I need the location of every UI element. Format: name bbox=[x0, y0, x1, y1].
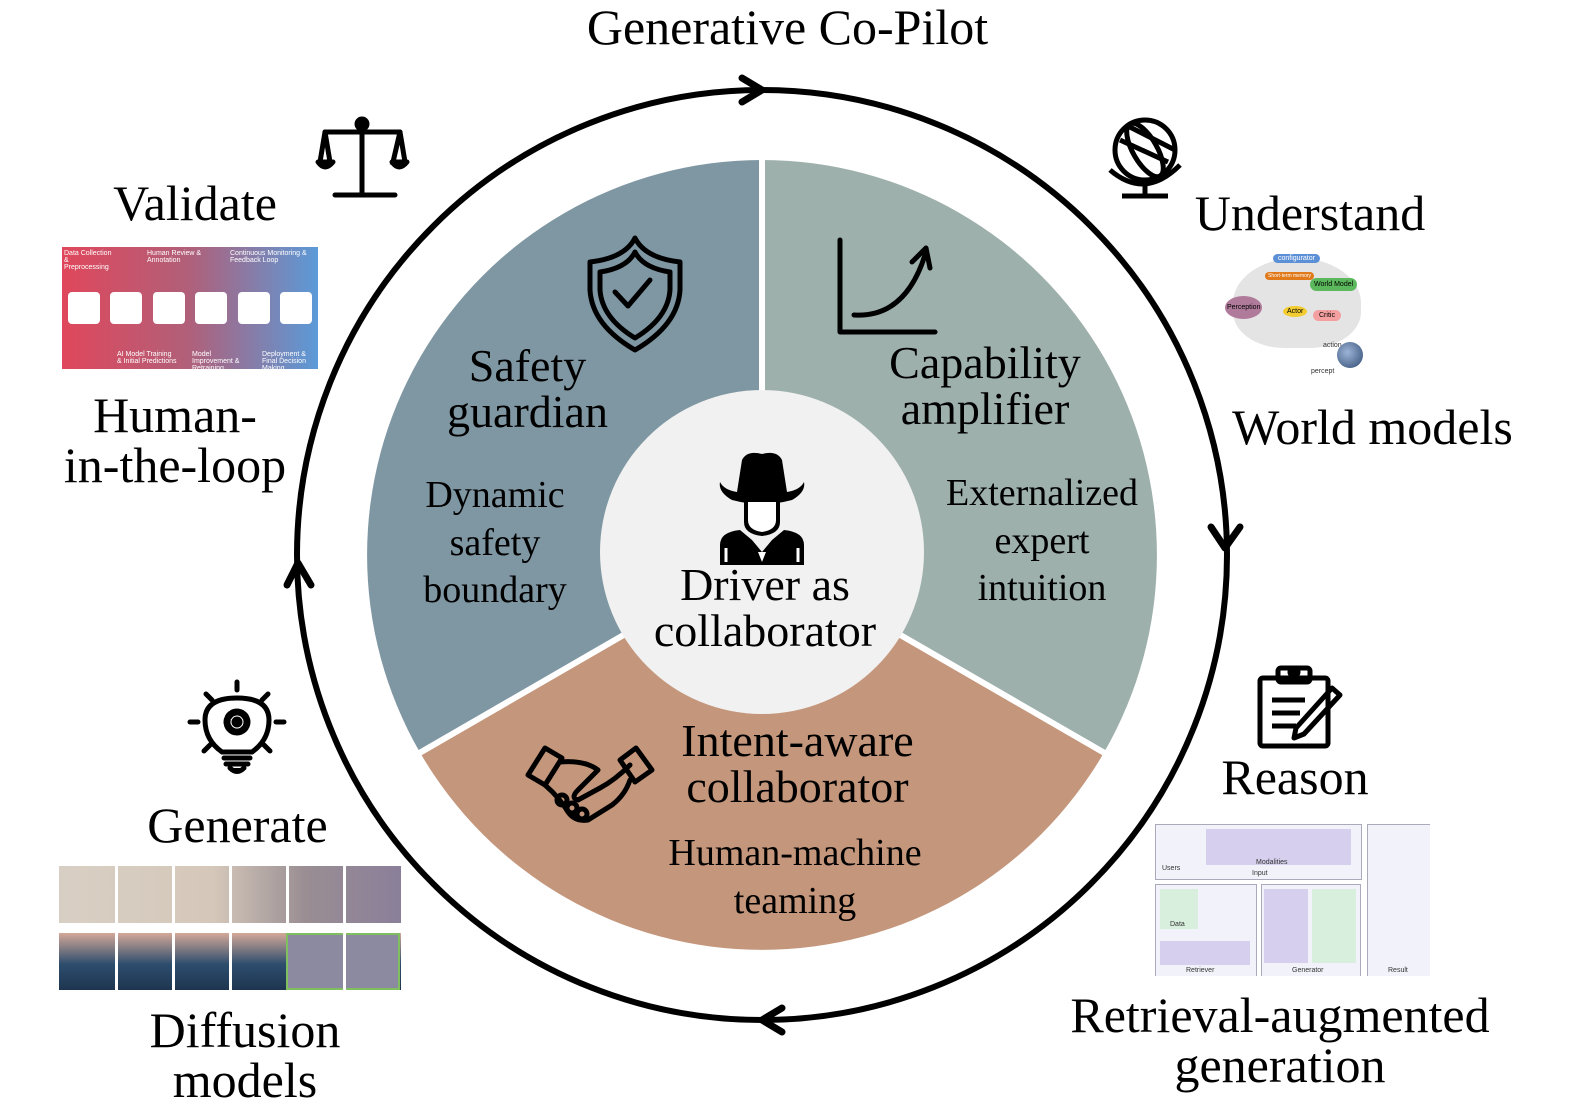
capability-amplifier-title: Capability amplifier bbox=[870, 340, 1100, 432]
rag-providers-box bbox=[1312, 889, 1356, 963]
rag-label: Retrieval-augmented generation bbox=[1050, 990, 1510, 1090]
rag-retriever-title: Retriever bbox=[1186, 967, 1215, 974]
rag-input-title: Input bbox=[1252, 870, 1268, 877]
thumb-step-box bbox=[195, 292, 228, 324]
center-label-line2: collaborator bbox=[653, 605, 877, 656]
rag-thumbnail: Users Modalities Input Data Retriever Ge… bbox=[1155, 824, 1430, 976]
capability-desc-line: Externalized bbox=[945, 472, 1138, 514]
frame-gap bbox=[229, 866, 232, 990]
capability-amplifier-description: Externalized expert intuition bbox=[932, 470, 1152, 613]
scales-icon bbox=[315, 116, 410, 198]
safety-desc-line: Dynamic bbox=[425, 474, 565, 516]
arrow-left-icon bbox=[283, 559, 315, 589]
reason-label: Reason bbox=[1221, 749, 1369, 805]
rag-line2: generation bbox=[1174, 1037, 1386, 1093]
thumb-step-label: Continuous Monitoring & Feedback Loop bbox=[230, 250, 307, 264]
capability-desc-line: intuition bbox=[977, 567, 1107, 609]
safety-guardian-description: Dynamic safety boundary bbox=[400, 472, 590, 615]
percept-label: percept bbox=[1311, 368, 1335, 375]
rag-result-panel: Result bbox=[1367, 824, 1430, 976]
rag-models-box bbox=[1264, 889, 1308, 963]
thumb-step-label: Human Review & Annotation bbox=[147, 250, 202, 264]
memory-node: Short-term memory bbox=[1265, 272, 1315, 280]
diffusion-thumbnail bbox=[59, 866, 401, 992]
rag-input-panel: Users Modalities Input bbox=[1155, 824, 1362, 880]
intent-title-line1: Intent-aware bbox=[681, 715, 914, 766]
configurator-node: configurator bbox=[1273, 254, 1320, 263]
intent-desc-line: Human-machine bbox=[668, 832, 922, 874]
safety-guardian-title: Safety guardian bbox=[420, 343, 635, 435]
rag-users: Users bbox=[1162, 865, 1181, 872]
rag-data-box bbox=[1160, 889, 1198, 929]
thumb-step-box bbox=[152, 292, 185, 324]
validate-label: Validate bbox=[113, 175, 277, 231]
arrow-bottom-icon bbox=[758, 1004, 786, 1036]
safety-desc-line: safety bbox=[449, 521, 541, 564]
capability-desc-line: expert bbox=[994, 519, 1090, 562]
sector-intent-aware-collaborator bbox=[420, 555, 1104, 950]
frame-gap bbox=[115, 866, 118, 990]
safety-title-line1: Safety bbox=[468, 340, 587, 391]
intent-title-line2: collaborator bbox=[686, 761, 909, 812]
rag-retriever-panel: Data Retriever bbox=[1155, 884, 1257, 976]
frame-gap bbox=[286, 866, 289, 923]
understand-label: Understand bbox=[1194, 185, 1426, 241]
rag-retrievers-box bbox=[1160, 941, 1250, 965]
safety-desc-line: boundary bbox=[423, 569, 567, 611]
rag-modalities-box bbox=[1206, 829, 1351, 865]
perception-node: Perception bbox=[1225, 296, 1263, 319]
thumb-step-label: Deployment & Final Decision Making bbox=[262, 351, 306, 369]
intent-aware-collaborator-title: Intent-aware collaborator bbox=[660, 718, 935, 810]
critic-node: Critic bbox=[1313, 310, 1341, 321]
safety-title-line2: guardian bbox=[447, 386, 608, 437]
rag-line1: Retrieval-augmented bbox=[1070, 987, 1490, 1043]
world-model-node: World Model bbox=[1310, 278, 1358, 291]
human-in-the-loop-thumbnail: Data Collection & Preprocessing Human Re… bbox=[62, 247, 318, 369]
intent-aware-collaborator-description: Human-machine teaming bbox=[640, 830, 950, 925]
world-model-thumbnail: configurator Short-term memory World Mod… bbox=[1225, 250, 1365, 378]
rag-modalities-title: Modalities bbox=[1256, 859, 1288, 866]
thumb-step-box bbox=[279, 292, 312, 324]
arrow-right-icon bbox=[1207, 523, 1244, 552]
human-in-the-loop-label: Human- in-the-loop bbox=[50, 390, 300, 490]
intent-desc-line: teaming bbox=[733, 879, 857, 922]
generate-label: Generate bbox=[147, 797, 328, 853]
rag-result-title: Result bbox=[1388, 967, 1408, 974]
thumb-step-box bbox=[68, 292, 100, 324]
cowboy-driver-icon bbox=[719, 452, 805, 565]
diagram-title: Generative Co-Pilot bbox=[586, 0, 989, 55]
thumb-step-box bbox=[237, 292, 270, 324]
globe-icon bbox=[1108, 117, 1182, 199]
growth-curve-icon bbox=[837, 237, 938, 335]
rag-data-label: Data bbox=[1170, 921, 1185, 928]
lightbulb-gear-icon bbox=[187, 679, 287, 774]
hitl-line2: in-the-loop bbox=[63, 437, 287, 493]
clipboard-pen-icon bbox=[1257, 665, 1343, 749]
rag-generator-title: Generator bbox=[1292, 967, 1324, 974]
frame-gap bbox=[343, 866, 346, 990]
capability-title-line2: amplifier bbox=[900, 383, 1070, 434]
diffusion-line1: Diffusion bbox=[149, 1002, 341, 1058]
handshake-icon bbox=[525, 745, 655, 823]
thumb-step-box bbox=[110, 292, 143, 324]
capability-title-line1: Capability bbox=[889, 337, 1081, 388]
shield-check-icon bbox=[587, 235, 683, 353]
rag-generator-panel: Generator bbox=[1261, 884, 1361, 976]
actor-node: Actor bbox=[1283, 306, 1308, 317]
thumb-step-label: Model Improvement & Retraining bbox=[192, 351, 240, 369]
thumb-step-label: Data Collection & Preprocessing bbox=[64, 250, 112, 271]
hitl-line1: Human- bbox=[93, 387, 257, 443]
earth-image bbox=[1337, 342, 1363, 368]
action-label: action bbox=[1323, 342, 1342, 349]
diffusion-line2: models bbox=[172, 1052, 318, 1108]
thumb-step-label: AI Model Training & Initial Predictions bbox=[117, 351, 177, 365]
diffusion-models-label: Diffusion models bbox=[130, 1005, 360, 1105]
world-models-label: World models bbox=[1232, 399, 1513, 455]
center-label-line1: Driver as bbox=[680, 559, 850, 610]
frame-gap bbox=[172, 866, 175, 990]
center-label: Driver as collaborator bbox=[620, 562, 910, 654]
arrow-top-icon bbox=[738, 74, 766, 106]
